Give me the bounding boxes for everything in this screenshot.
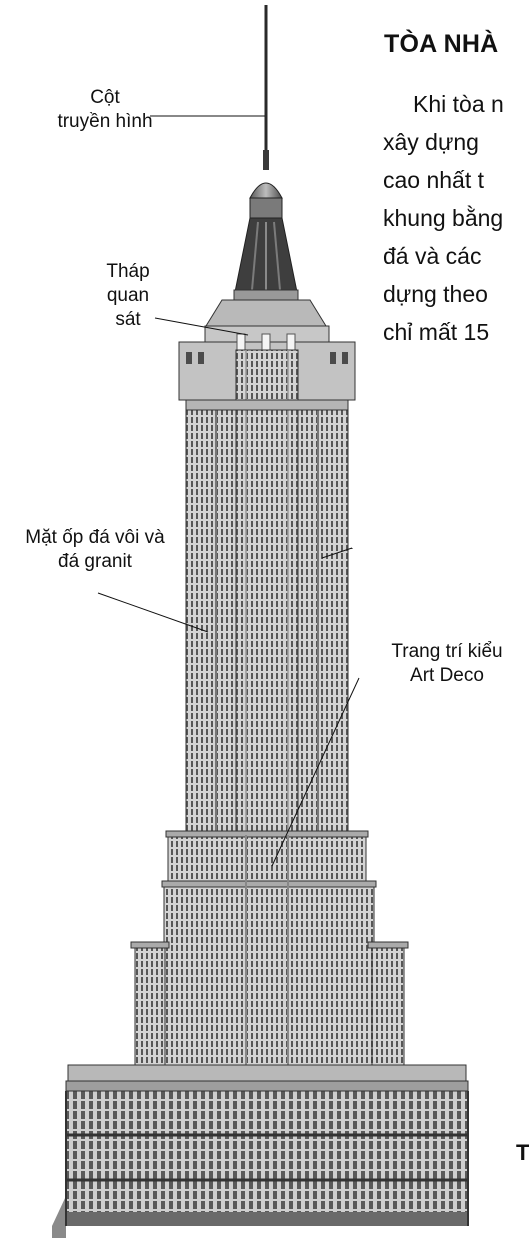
article-body-line: đá và các <box>383 243 482 269</box>
crown <box>178 299 356 401</box>
leader-lines <box>97 115 360 867</box>
article-title: TÒA NHÀ <box>384 30 499 58</box>
label-art-deco: Trang trí kiểu Art Deco <box>391 641 503 686</box>
article-body-line: chỉ mất 15 <box>383 319 490 345</box>
main-shaft <box>185 349 349 836</box>
article-body-line: cao nhất t <box>383 167 485 193</box>
figure-caption: T <box>516 1140 529 1165</box>
article-body-line: xây dựng <box>383 129 479 155</box>
article-body-line: khung bằng <box>383 205 504 231</box>
base <box>52 1064 469 1238</box>
lower-setbacks <box>130 830 409 1066</box>
article-body-line: dựng theo <box>383 281 488 307</box>
label-observatory: Tháp quan sát <box>106 261 150 330</box>
label-antenna: Cột truyền hình <box>57 87 153 132</box>
label-facade: Mặt ốp đá vôi và đá granit <box>25 527 165 572</box>
spire <box>233 182 299 301</box>
article-body-line: Khi tòa n <box>413 91 504 117</box>
